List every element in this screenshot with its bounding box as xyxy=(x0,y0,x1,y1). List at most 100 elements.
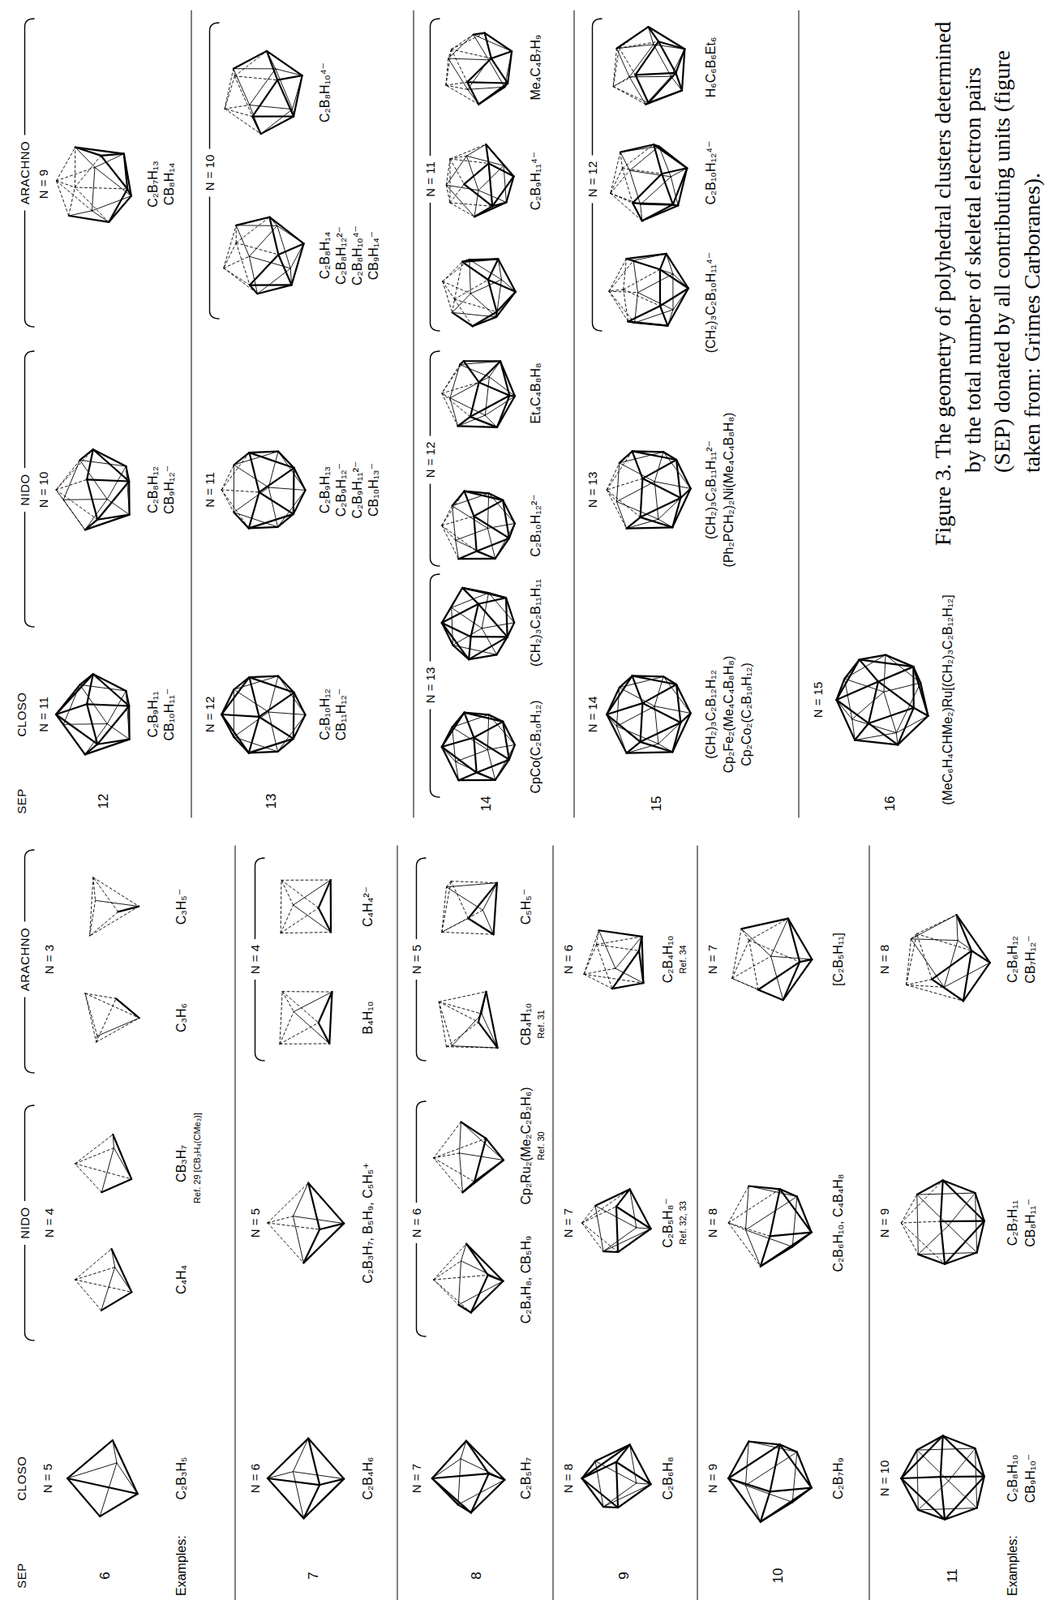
cluster-edge xyxy=(780,1188,798,1197)
cluster-edge xyxy=(760,1488,812,1523)
removed-edge xyxy=(234,51,267,77)
cluster-edge xyxy=(478,83,508,105)
removed-edge xyxy=(906,939,912,986)
cluster-edge xyxy=(458,779,495,782)
cluster-edge xyxy=(944,1221,985,1265)
formula-label: Cp₂Fe₂(Me₄C₄B₈H₈) xyxy=(721,656,737,774)
cluster-edge xyxy=(638,274,674,293)
formula-label: C₂B₃H₅ xyxy=(174,1457,189,1501)
cluster-edge xyxy=(107,724,129,740)
cluster-edge xyxy=(488,714,503,722)
cluster-edge xyxy=(470,395,510,417)
cluster-edge xyxy=(635,72,677,75)
cluster-edge xyxy=(900,1478,945,1520)
cluster-edge xyxy=(293,904,331,933)
removed-edge xyxy=(441,393,459,426)
cluster-edge xyxy=(639,950,644,983)
removed-edge xyxy=(608,291,638,293)
vertex-count: N = 10 xyxy=(202,154,217,192)
cluster-edge xyxy=(474,202,507,218)
cluster-edge xyxy=(658,488,691,519)
removed-edge xyxy=(441,381,480,394)
formula-label: C₂B₄H₆ xyxy=(360,1457,376,1501)
formula-label: CB₉H₁₄⁻ xyxy=(366,231,382,281)
cluster-edge xyxy=(741,918,789,930)
vertex-count: N = 8 xyxy=(877,944,892,974)
cluster-edge xyxy=(111,1248,133,1292)
cluster-edge xyxy=(632,202,674,205)
removed-edge xyxy=(900,1180,943,1223)
sep-number: 7 xyxy=(305,1571,322,1579)
removed-edge xyxy=(454,299,497,313)
removed-edge xyxy=(442,281,453,313)
vertex-count: N = 11 xyxy=(202,471,217,508)
removed-edge xyxy=(583,944,597,975)
cluster-edge xyxy=(885,655,914,667)
cluster-edge xyxy=(461,1260,504,1282)
formula-label: B₄H₁₀ xyxy=(360,1001,376,1035)
cluster-edge xyxy=(943,1180,976,1194)
cluster-edge xyxy=(506,175,514,202)
removed-edge xyxy=(55,489,86,530)
cluster-edge xyxy=(459,1153,464,1193)
column-header: CLOSO xyxy=(14,1455,29,1501)
examples-label: Examples: xyxy=(1005,1535,1021,1596)
cluster-edge xyxy=(640,497,682,518)
cluster-edge xyxy=(235,225,249,257)
cluster-edge xyxy=(760,1246,793,1266)
cluster-edge xyxy=(86,703,129,706)
cluster-edge xyxy=(458,1260,461,1305)
cluster-edge xyxy=(663,451,677,460)
removed-edge xyxy=(85,993,116,999)
removed-edge xyxy=(441,887,447,933)
column-header: SEP xyxy=(14,788,29,815)
vertex-count: N = 12 xyxy=(423,441,438,479)
cluster-edge xyxy=(278,254,292,285)
removed-edge xyxy=(281,879,319,908)
removed-edge xyxy=(608,258,627,292)
cluster-edge xyxy=(446,155,467,185)
removed-edge xyxy=(75,1163,103,1193)
removed-edge xyxy=(623,289,629,322)
cluster-edge xyxy=(653,144,687,168)
removed-edge xyxy=(613,77,630,87)
formula-label: C₂B₉H₁₁⁴⁻ xyxy=(528,151,544,211)
removed-edge xyxy=(441,515,474,526)
cluster-edge xyxy=(616,501,658,520)
cluster-edge xyxy=(617,1483,651,1508)
column-header: ARACHNO xyxy=(17,927,32,992)
cluster-edge xyxy=(485,144,514,176)
cluster-edge xyxy=(303,1229,320,1263)
vertex-count: N = 3 xyxy=(42,944,56,974)
removed-edge xyxy=(606,450,632,490)
cluster-edge xyxy=(900,1436,943,1479)
removed-edge xyxy=(728,1222,761,1267)
cluster-edge xyxy=(917,1252,977,1255)
reference-note: Ref. 29 [CB₃H₄(CMe₃)] xyxy=(192,1112,203,1204)
row-divider xyxy=(574,10,575,818)
cluster-edge xyxy=(635,41,659,75)
vertex-count: N = 10 xyxy=(877,1460,892,1497)
cluster-edge xyxy=(616,726,658,745)
cluster-edge xyxy=(97,1017,140,1036)
cluster-edge xyxy=(645,90,682,105)
cluster-edge xyxy=(632,202,643,221)
removed-edge xyxy=(96,998,116,1043)
cluster-edge xyxy=(642,478,681,498)
cluster-edge xyxy=(680,712,691,723)
removed-edge xyxy=(613,86,648,103)
cluster-edge xyxy=(940,1475,985,1479)
cluster-edge xyxy=(647,26,685,49)
cluster-edge xyxy=(628,321,669,326)
cluster-edge xyxy=(626,741,641,754)
cluster-edge xyxy=(471,1281,504,1313)
cluster-edge xyxy=(975,1192,978,1253)
cluster-edge xyxy=(473,515,510,538)
removed-edge xyxy=(93,877,96,901)
cluster-edge xyxy=(504,51,512,87)
formula-label: C₂B₈H₁₀⁴⁻ xyxy=(317,62,333,123)
cluster-edge xyxy=(897,716,928,746)
cluster-edge xyxy=(940,1221,945,1265)
vertex-count: N = 10 xyxy=(36,471,51,509)
